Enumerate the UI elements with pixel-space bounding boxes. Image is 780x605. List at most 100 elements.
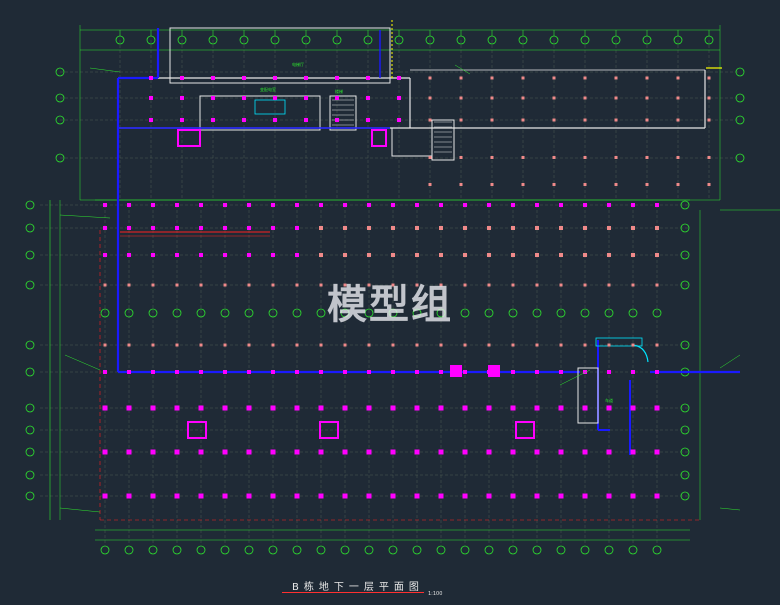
axis-bubble-lower-mid: [436, 308, 446, 318]
column-lower: [511, 253, 515, 257]
axis-bubble-upper-left: [55, 115, 65, 125]
column-upper-salmon: [645, 76, 649, 80]
core-box: [319, 421, 339, 439]
column-lower-magenta: [606, 449, 612, 455]
axis-bubble-lower-left: [25, 491, 35, 501]
column-lower: [367, 203, 371, 207]
column-upper: [304, 118, 308, 122]
axis-bubble-lower-bottom: [460, 545, 470, 555]
column-upper: [211, 96, 215, 100]
column-upper-salmon: [521, 96, 525, 100]
axis-bubble-lower-bottom: [436, 545, 446, 555]
column-lower-salmon: [607, 283, 611, 287]
column-lower-magenta: [486, 405, 492, 411]
column-lower: [655, 253, 659, 257]
axis-bubble-lower-mid: [460, 308, 470, 318]
column-lower-magenta: [174, 449, 180, 455]
column-lower-salmon: [583, 283, 587, 287]
room-label: 楼梯: [335, 88, 343, 94]
column-lower-salmon: [463, 283, 467, 287]
column-lower: [631, 203, 635, 207]
callout-leader: [59, 507, 101, 513]
column-upper-salmon: [583, 96, 587, 100]
column-lower-magenta: [174, 405, 180, 411]
column-upper-salmon: [614, 96, 618, 100]
column-upper-salmon: [614, 118, 618, 122]
axis-bubble-lower-right: [680, 447, 690, 457]
column-lower-magenta: [126, 405, 132, 411]
column-lower-magenta: [582, 493, 588, 499]
core-box: [515, 421, 535, 439]
column-upper-salmon: [552, 76, 556, 80]
room-label: 车道: [605, 397, 613, 403]
column-lower-magenta: [558, 493, 564, 499]
column-lower: [223, 203, 227, 207]
elevator-arc: [631, 344, 649, 363]
column-lower: [343, 253, 347, 257]
column-lower: [103, 203, 107, 207]
axis-bubble-lower-bottom: [580, 545, 590, 555]
column-upper: [397, 118, 401, 122]
column-lower-magenta: [390, 449, 396, 455]
column-upper-salmon: [490, 118, 494, 122]
axis-bubble-lower-mid: [316, 308, 326, 318]
column-lower-edge: [415, 370, 419, 374]
axis-bubble-lower-mid: [580, 308, 590, 318]
column-upper-salmon: [645, 96, 649, 100]
column-upper-salmon: [707, 76, 711, 80]
column-upper-salmon-row: [459, 156, 463, 159]
column-upper: [149, 96, 153, 100]
column-lower: [199, 226, 203, 230]
column-upper-salmon: [614, 76, 618, 80]
column-upper: [304, 96, 308, 100]
column-lower-salmon: [631, 283, 635, 287]
column-lower: [223, 253, 227, 257]
axis-bubble-lower-mid: [220, 308, 230, 318]
column-upper-salmon-row: [583, 156, 587, 159]
ramp-box: [577, 367, 599, 424]
column-lower-edge: [631, 370, 635, 374]
column-lower-magenta: [150, 493, 156, 499]
axis-bubble-lower-mid: [556, 308, 566, 318]
axis-bubble-lower-bottom: [364, 545, 374, 555]
column-upper-salmon-row-2: [676, 183, 680, 186]
column-lower-salmon: [343, 343, 347, 347]
column-upper: [149, 118, 153, 122]
column-upper-salmon-row: [521, 156, 525, 159]
column-lower: [247, 253, 251, 257]
column-lower-salmon: [175, 343, 179, 347]
axis-bubble-lower-mid: [244, 308, 254, 318]
axis-bubble-lower-bottom: [220, 545, 230, 555]
column-lower-magenta: [654, 493, 660, 499]
callout-leader: [89, 67, 121, 73]
column-lower-magenta: [390, 493, 396, 499]
column-lower-salmon: [127, 283, 131, 287]
column-lower-magenta: [486, 449, 492, 455]
column-lower-salmon: [127, 343, 131, 347]
column-lower-salmon: [535, 343, 539, 347]
axis-bubble-upper-left: [55, 153, 65, 163]
callout-leader: [719, 507, 741, 511]
wall-stair-right: [431, 119, 455, 161]
column-lower-magenta: [270, 449, 276, 455]
column-lower-salmon: [655, 283, 659, 287]
column-upper: [335, 118, 339, 122]
column-lower: [583, 253, 587, 257]
column-lower-salmon: [295, 343, 299, 347]
column-lower-magenta: [102, 493, 108, 499]
column-lower-edge: [367, 370, 371, 374]
column-lower: [463, 253, 467, 257]
column-lower-salmon: [535, 283, 539, 287]
column-lower: [319, 253, 323, 257]
column-upper-salmon: [676, 96, 680, 100]
column-lower-salmon: [559, 283, 563, 287]
column-lower-edge: [199, 370, 203, 374]
column-lower-salmon: [655, 343, 659, 347]
column-lower-magenta: [294, 493, 300, 499]
column-lower-edge: [295, 370, 299, 374]
column-lower-edge: [463, 370, 467, 374]
axis-bubble-lower-bottom: [388, 545, 398, 555]
axis-bubble-lower-left: [25, 200, 35, 210]
column-lower: [151, 203, 155, 207]
column-upper: [366, 96, 370, 100]
